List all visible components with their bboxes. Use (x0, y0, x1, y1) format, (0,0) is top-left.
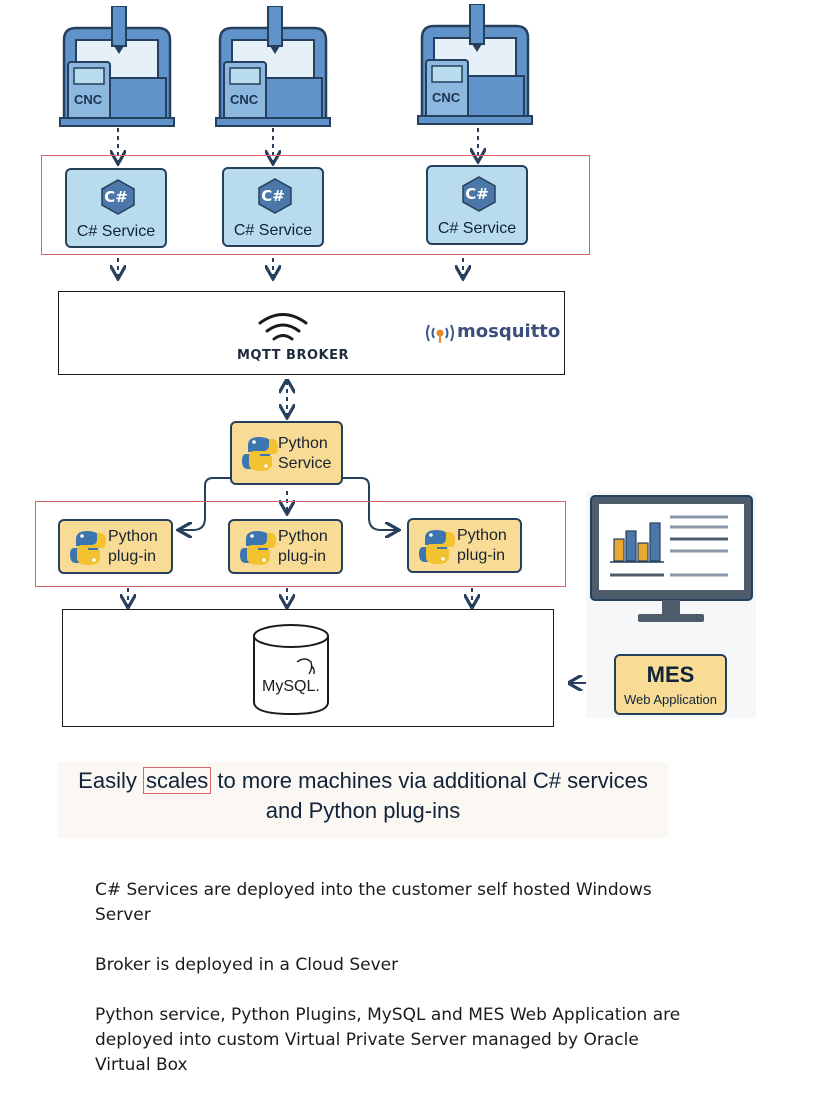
deployment-note-vps: Python service, Python Plugins, MySQL an… (95, 1005, 681, 1075)
scale-note-after: to more machines via additional C# servi… (211, 768, 648, 793)
mqtt-broker-panel: MQTT BROKER mosquitto (58, 291, 565, 375)
python-logo-icon (242, 437, 278, 471)
scale-note-banner: Easily scales to more machines via addit… (58, 762, 668, 838)
python-logo-icon (419, 530, 455, 564)
mes-subtitle: Web Application (624, 692, 717, 707)
plugin-line2: plug-in (278, 548, 327, 565)
plugin-line1: Python (278, 528, 328, 545)
csharp-icon-text: C# (104, 188, 128, 206)
deployment-note-csharp: C# Services are deployed into the custom… (95, 880, 652, 925)
python-plugin-1: Python plug-in (58, 519, 173, 574)
mysql-label: MySQL. (262, 678, 320, 695)
scale-note-before: Easily (78, 768, 143, 793)
python-plugin-3: Python plug-in (407, 518, 522, 573)
windows-server-group (41, 155, 590, 255)
monitor-dashboard-icon (590, 495, 753, 622)
scale-note-line2: and Python plug-ins (265, 798, 461, 823)
scale-note-highlight: scales (142, 767, 212, 794)
cnc-label: CNC (74, 92, 103, 107)
python-service: Python Service (230, 421, 343, 485)
csharp-icon (462, 176, 496, 212)
plugin-group-frame (35, 501, 566, 587)
csharp-icon-text: C# (465, 185, 489, 203)
plugin-line1: Python (108, 528, 158, 545)
cnc-machine-3: CNC (416, 3, 534, 126)
mes-web-application: MES Web Application (614, 654, 727, 715)
arrow-service-to-plugin3 (343, 477, 397, 530)
plugin-line1: Python (457, 527, 507, 544)
plugin-line2: plug-in (457, 547, 506, 564)
csharp-service-label: C# Service (437, 220, 517, 237)
database-cylinder-icon (253, 624, 329, 716)
python-service-line1: Python (278, 435, 328, 452)
python-logo-icon (70, 531, 106, 565)
cnc-machine-2: CNC (214, 5, 332, 128)
cnc-machine-1: CNC (58, 5, 176, 128)
python-logo-icon (240, 531, 276, 565)
csharp-icon-text: C# (261, 187, 285, 205)
csharp-icon (258, 178, 292, 214)
csharp-service-3: C# C# Service (426, 165, 528, 245)
broker-label: MQTT BROKER (237, 348, 349, 363)
plugin-line2: plug-in (108, 548, 157, 565)
deployment-note-broker: Broker is deployed in a Cloud Sever (95, 955, 399, 975)
arrow-service-to-plugin1 (180, 477, 233, 530)
python-plugin-2: Python plug-in (228, 519, 343, 574)
csharp-icon (101, 179, 135, 215)
csharp-service-label: C# Service (76, 223, 156, 240)
scale-note-line1: Easily scales to more machines via addit… (58, 767, 668, 794)
wifi-icon (258, 313, 308, 341)
csharp-service-2: C# C# Service (222, 167, 324, 247)
cnc-machine-icon (417, 3, 533, 125)
cnc-machine-icon (59, 5, 175, 127)
mes-title: MES (646, 662, 695, 687)
mosquitto-logo-icon (426, 324, 454, 343)
cnc-machine-icon (215, 5, 331, 127)
database-panel: MySQL. (62, 609, 554, 727)
cnc-label: CNC (432, 90, 461, 105)
csharp-service-label: C# Service (233, 222, 313, 239)
csharp-service-1: C# C# Service (65, 168, 167, 248)
cnc-label: CNC (230, 92, 259, 107)
mosquitto-brand: mosquitto (457, 321, 561, 342)
python-service-line2: Service (278, 455, 332, 472)
